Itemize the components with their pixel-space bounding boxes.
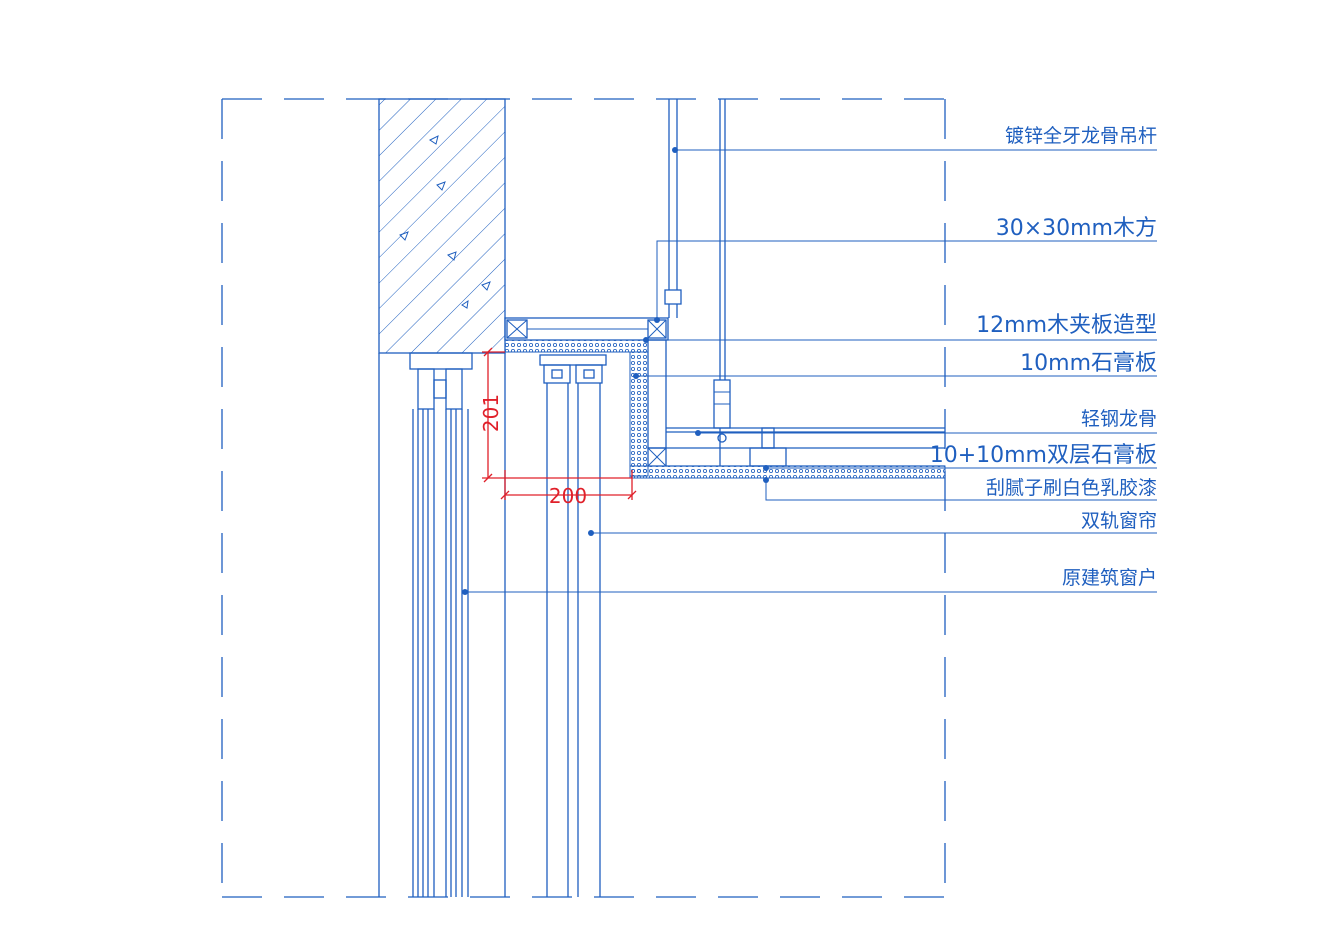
label-curtain: 双轨窗帘 [1081,510,1157,532]
frame-outline [221,98,946,898]
dimension-vertical: 201 [479,394,503,432]
dimension-lines [482,347,637,500]
label-double-gypsum: 10+10mm双层石膏板 [930,443,1157,468]
wall-lines [378,353,506,897]
label-wood-batten: 30×30mm木方 [996,216,1157,241]
window-frame [409,352,473,897]
label-gypsum-board: 10mm石膏板 [1020,351,1157,376]
dimension-horizontal: 200 [549,484,587,508]
label-plywood: 12mm木夹板造型 [976,313,1157,338]
ceiling-boards [629,427,946,479]
leader-lines [462,147,1157,595]
label-steel-keel: 轻钢龙骨 [1081,408,1157,430]
hanger-rods [664,99,787,467]
concrete-beam [378,98,506,354]
label-hanger-rod: 镀锌全牙龙骨吊杆 [1005,125,1157,147]
curtain-track [539,354,607,897]
label-paint-finish: 刮腻子刷白色乳胶漆 [986,477,1157,499]
label-window: 原建筑窗户 [1062,567,1157,589]
